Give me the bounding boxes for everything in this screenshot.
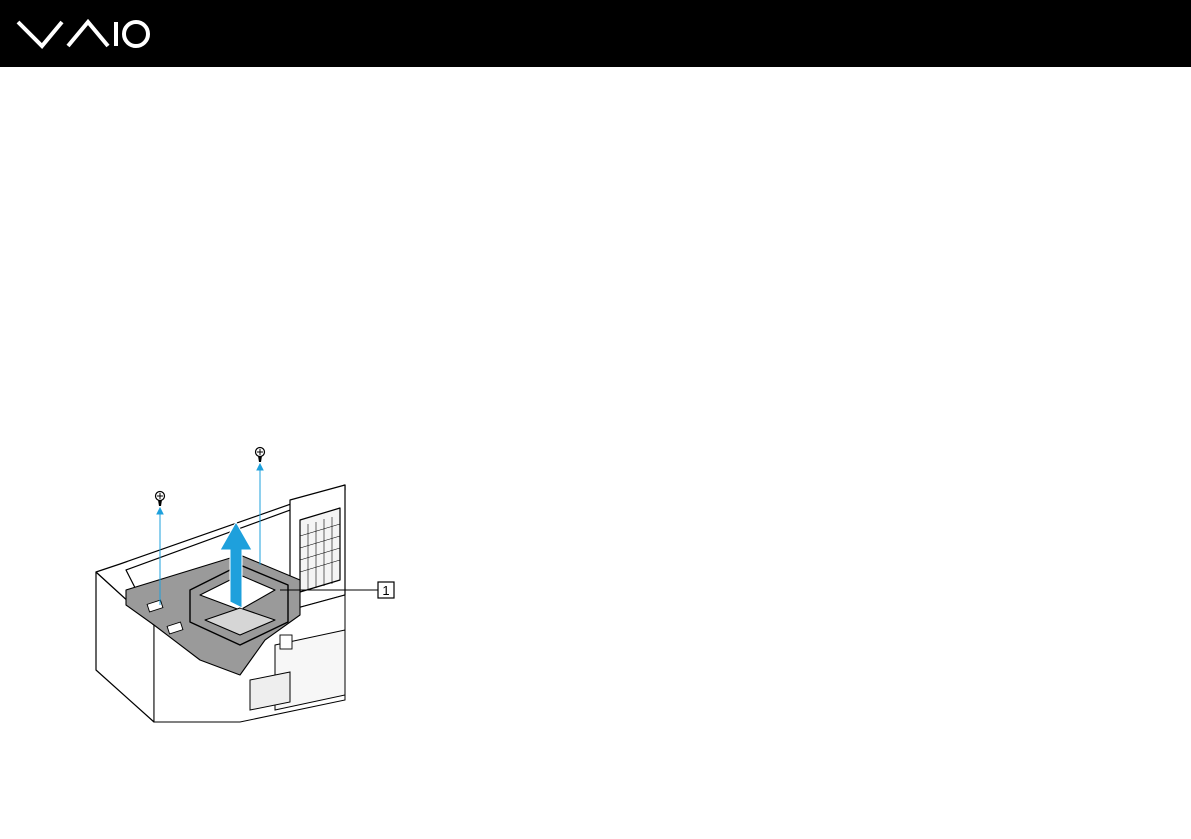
screw-left xyxy=(156,492,165,507)
header-bar xyxy=(0,0,1191,67)
vaio-logo xyxy=(16,18,150,50)
callout-label-1: 1 xyxy=(382,583,389,598)
chassis-illustration: 1 xyxy=(90,440,420,730)
logo-letter-v xyxy=(18,22,62,46)
screw-right xyxy=(256,448,265,463)
logo-letter-o xyxy=(124,22,148,46)
logo-letter-a xyxy=(68,22,108,46)
